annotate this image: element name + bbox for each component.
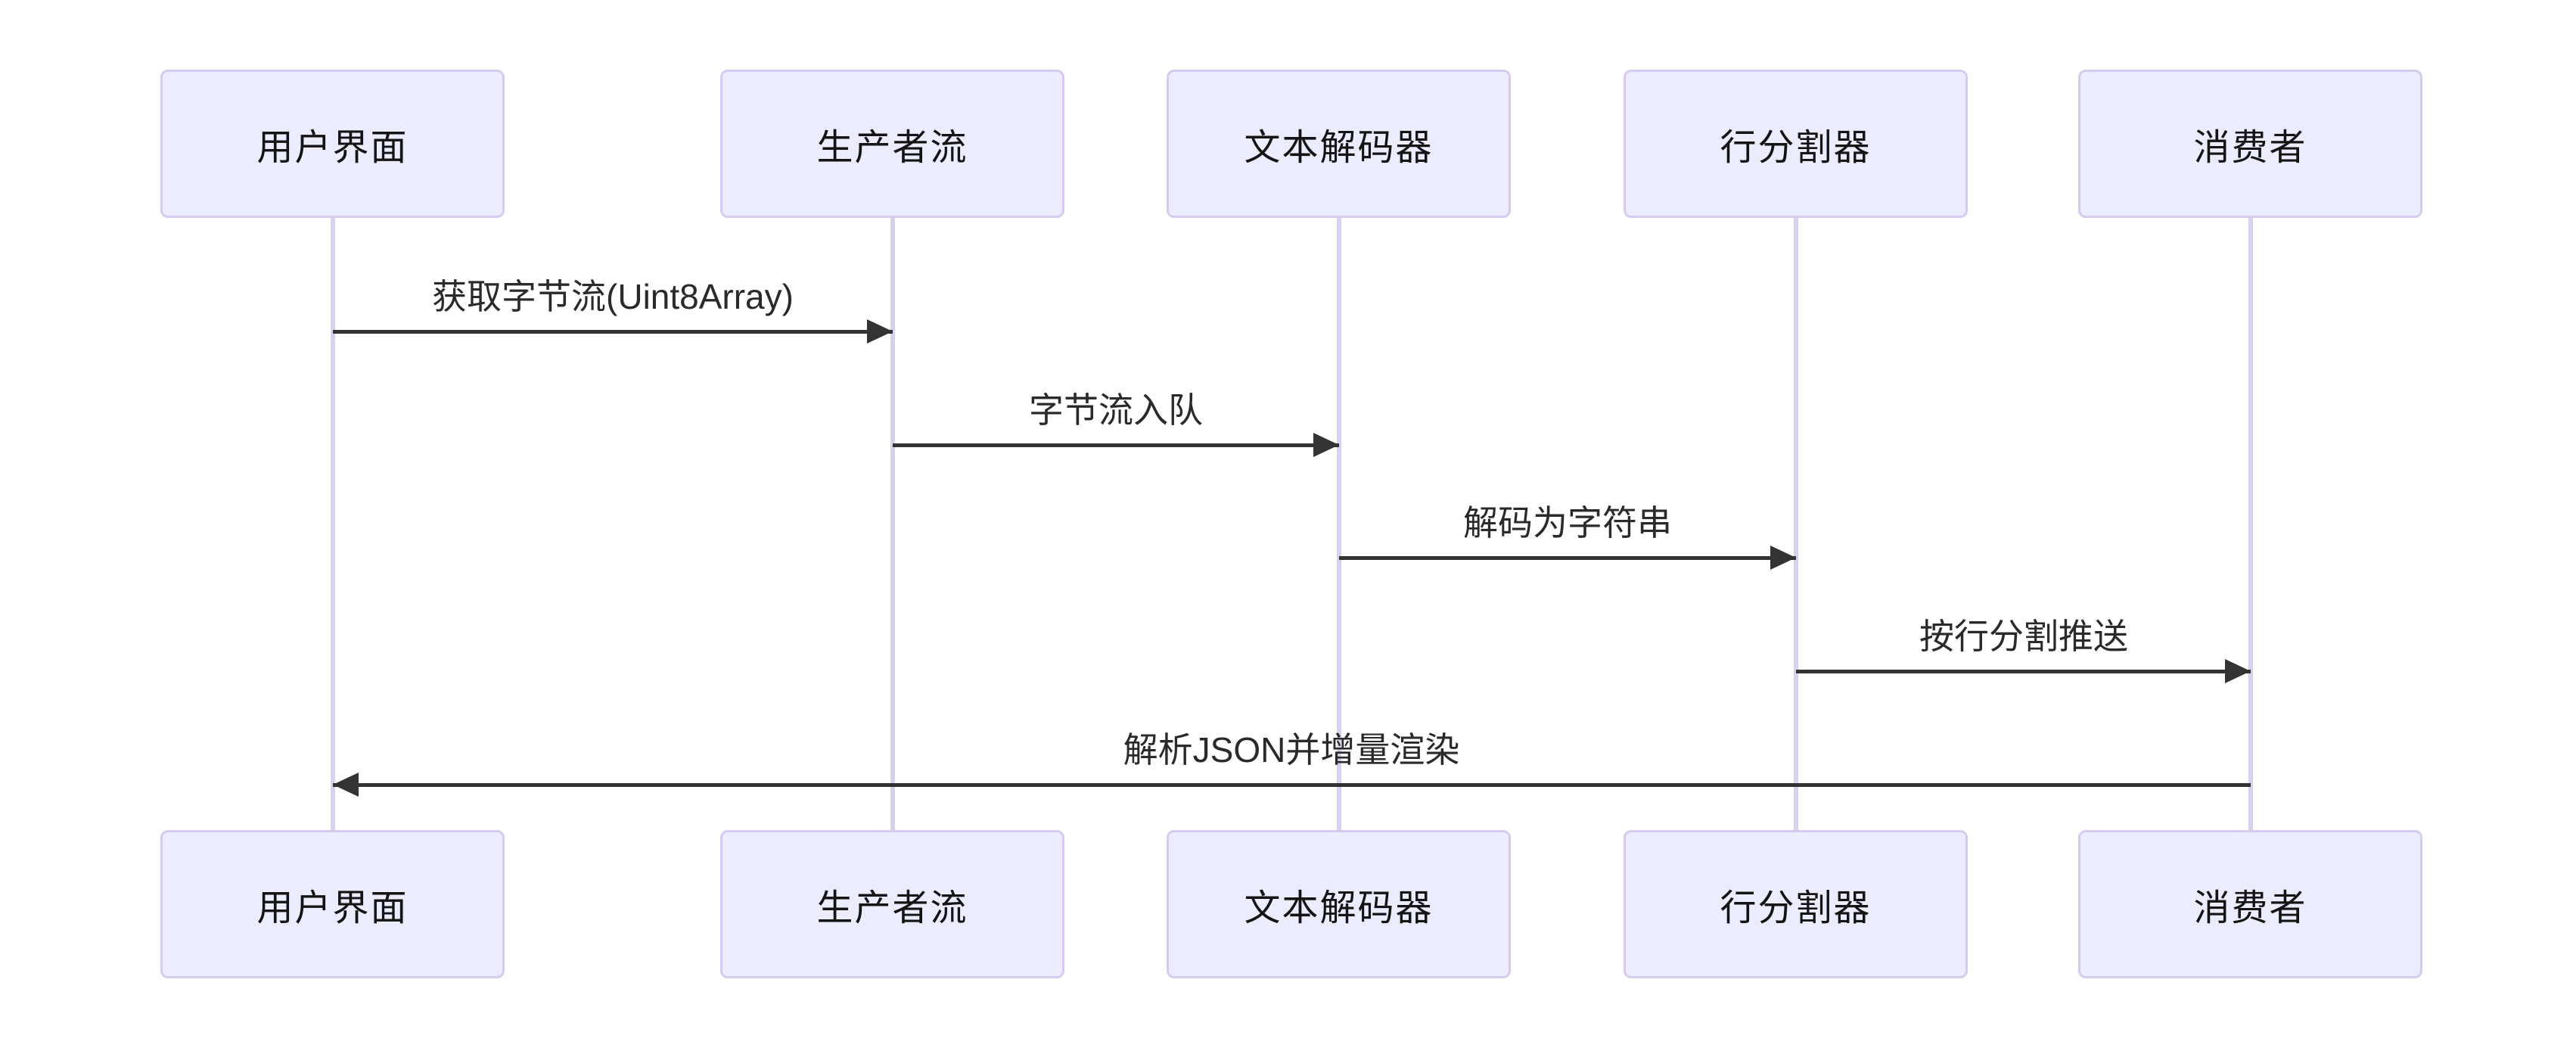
message-enqueue-bytes-line <box>893 443 1339 447</box>
lifeline-text-decoder <box>1337 218 1341 830</box>
actor-bottom-line-splitter: 行分割器 <box>1624 830 1968 978</box>
actor-label: 文本解码器 <box>1244 888 1434 928</box>
actor-label: 生产者流 <box>816 888 968 928</box>
actor-bottom-consumer: 消费者 <box>2078 830 2422 978</box>
lifeline-user-interface <box>331 218 335 830</box>
message-fetch-byte-stream-label: 获取字节流(Uint8Array) <box>432 277 794 316</box>
actor-bottom-producer-stream: 生产者流 <box>720 830 1064 978</box>
lifeline-producer-stream <box>890 218 895 830</box>
actor-top-user-interface: 用户界面 <box>160 70 505 218</box>
message-split-push-line <box>1796 670 2251 673</box>
actor-top-line-splitter: 行分割器 <box>1624 70 1968 218</box>
actor-top-consumer: 消费者 <box>2078 70 2422 218</box>
lifeline-consumer <box>2248 218 2253 830</box>
arrowhead-right-icon <box>2225 659 2251 683</box>
message-parse-json-render-line <box>333 783 2251 787</box>
lifeline-line-splitter <box>1794 218 1798 830</box>
message-decode-string-line <box>1339 556 1796 560</box>
actor-top-text-decoder: 文本解码器 <box>1167 70 1511 218</box>
actor-label: 行分割器 <box>1720 128 1872 168</box>
arrowhead-right-icon <box>867 319 893 344</box>
actor-top-producer-stream: 生产者流 <box>720 70 1064 218</box>
arrowhead-right-icon <box>1770 546 1796 570</box>
actor-label: 用户界面 <box>256 128 409 168</box>
message-fetch-byte-stream-line <box>333 330 893 334</box>
actor-bottom-text-decoder: 文本解码器 <box>1167 830 1511 978</box>
actor-label: 生产者流 <box>816 128 968 168</box>
message-parse-json-render-label: 解析JSON并增量渲染 <box>1123 730 1460 770</box>
message-enqueue-bytes-label: 字节流入队 <box>1029 390 1203 430</box>
arrowhead-left-icon <box>333 773 359 797</box>
message-split-push-label: 按行分割推送 <box>1919 617 2128 656</box>
actor-label: 用户界面 <box>256 888 409 928</box>
arrowhead-right-icon <box>1313 433 1339 457</box>
actor-label: 行分割器 <box>1720 888 1872 928</box>
actor-bottom-user-interface: 用户界面 <box>160 830 505 978</box>
actor-label: 消费者 <box>2193 888 2307 928</box>
message-decode-string-label: 解码为字符串 <box>1463 503 1672 543</box>
actor-label: 文本解码器 <box>1244 128 1434 168</box>
actor-label: 消费者 <box>2193 128 2307 168</box>
